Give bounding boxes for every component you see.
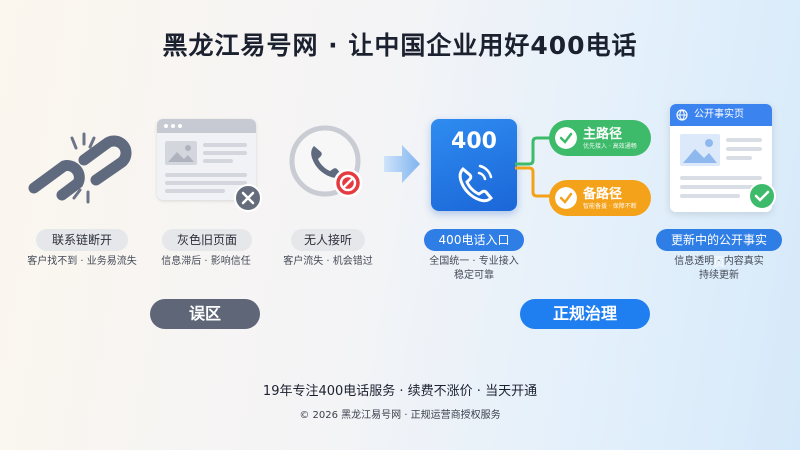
public-facts-header-text: 公开事实页	[694, 109, 744, 120]
disclosure-label: 更新中的公开事实页	[656, 229, 782, 269]
route-connector	[515, 136, 553, 198]
entry-caption-line2: 稳定可靠	[454, 270, 494, 281]
governance-section-label: 正规治理	[520, 299, 650, 329]
close-icon	[234, 184, 262, 212]
page-title: 黑龙江易号网 · 让中国企业用好400电话	[162, 31, 638, 60]
entry-caption-line1: 全国统一 · 专业接入	[429, 256, 519, 267]
public-facts-header: 公开事实页	[670, 104, 772, 126]
image-placeholder-icon	[680, 134, 720, 166]
main-route-card: 主路径 优先接入 · 高效通畅	[549, 120, 651, 156]
400-number-card: 400	[431, 119, 517, 211]
mistake-label-no-answer: 无人接听	[291, 229, 365, 251]
backup-route-title: 备路径	[583, 187, 623, 202]
copyright-text: © 2026 黑龙江易号网 · 正规运营商授权服务	[299, 410, 501, 421]
disclosure-caption-line2: 持续更新	[699, 270, 739, 281]
mistake-caption-no-answer: 客户流失 · 机会错过	[283, 256, 373, 267]
globe-icon	[676, 109, 688, 121]
backup-route-card: 备路径 智能备援 · 保障不断	[549, 180, 651, 216]
arrow-right-icon	[384, 145, 420, 183]
disclosure-caption-line1: 信息透明 · 内容真实	[674, 256, 764, 267]
entry-label: 400电话入口	[424, 229, 524, 251]
backup-route-subtitle: 智能备援 · 保障不断	[583, 203, 637, 210]
outdated-page-illustration	[157, 119, 256, 200]
service-slogan: 19年专注400电话服务 · 续费不涨价 · 当天开通	[262, 384, 538, 399]
phone-icon	[458, 164, 494, 203]
check-icon	[555, 187, 577, 209]
mistake-caption-broken-link: 客户找不到 · 业务易流失	[27, 256, 137, 267]
main-route-subtitle: 优先接入 · 高效通畅	[583, 143, 637, 150]
check-icon	[748, 182, 776, 210]
400-number: 400	[451, 129, 497, 154]
check-icon	[555, 127, 577, 149]
mistake-label-old-page: 灰色旧页面	[162, 229, 252, 251]
browser-title-bar	[157, 119, 256, 133]
mistake-caption-old-page: 信息滞后 · 影响信任	[161, 256, 251, 267]
mistakes-section-label: 误区	[150, 299, 260, 329]
mistake-label-broken-link: 联系链断开	[36, 229, 128, 251]
missed-call-icon	[289, 125, 363, 198]
image-placeholder-icon	[165, 141, 197, 165]
broken-chain-icon	[28, 132, 132, 204]
main-route-title: 主路径	[583, 127, 623, 142]
